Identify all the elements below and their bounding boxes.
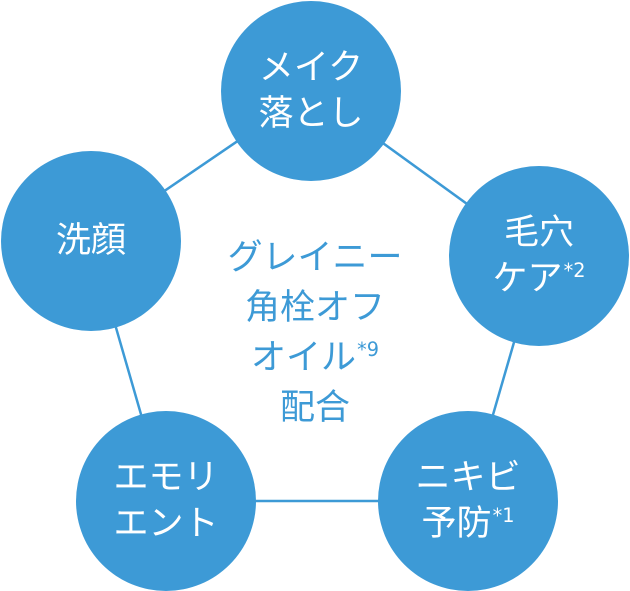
node-makeup-removal: メイク 落とし [221, 1, 401, 181]
node-left-line1: 洗顔 [55, 221, 126, 261]
node-right-line1: 毛穴 [503, 213, 574, 253]
center-line1: グレイニー [227, 238, 403, 278]
node-bl-line1: エモリ [113, 458, 219, 498]
node-br-footnote-mark: *1 [492, 503, 515, 527]
center-line3: オイル [251, 338, 357, 378]
node-right-line2: ケア [492, 259, 563, 299]
center-ingredient-label: グレイニー 角栓オフ オイル*9 配合 [175, 233, 455, 433]
node-face-wash: 洗顔 [1, 151, 181, 331]
node-br-line1: ニキビ [415, 458, 521, 498]
node-top-line2: 落とし [258, 94, 364, 134]
node-br-line2-wrap: 予防*1 [422, 501, 515, 547]
node-bl-line2: エント [113, 504, 219, 544]
node-emollient: エモリ エント [76, 411, 256, 591]
node-top-line1: メイク [258, 48, 364, 88]
center-line2: 角栓オフ [244, 288, 385, 328]
node-right-line2-wrap: ケア*2 [493, 256, 586, 302]
center-footnote-mark: *9 [357, 337, 379, 361]
center-line3-wrap: オイル*9 [175, 333, 455, 383]
node-br-line2: 予防 [421, 504, 492, 544]
node-pore-care: 毛穴 ケア*2 [449, 166, 629, 346]
node-acne-prevention: ニキビ 予防*1 [378, 411, 558, 591]
node-right-footnote-mark: *2 [563, 258, 586, 282]
center-line4: 配合 [279, 388, 350, 428]
